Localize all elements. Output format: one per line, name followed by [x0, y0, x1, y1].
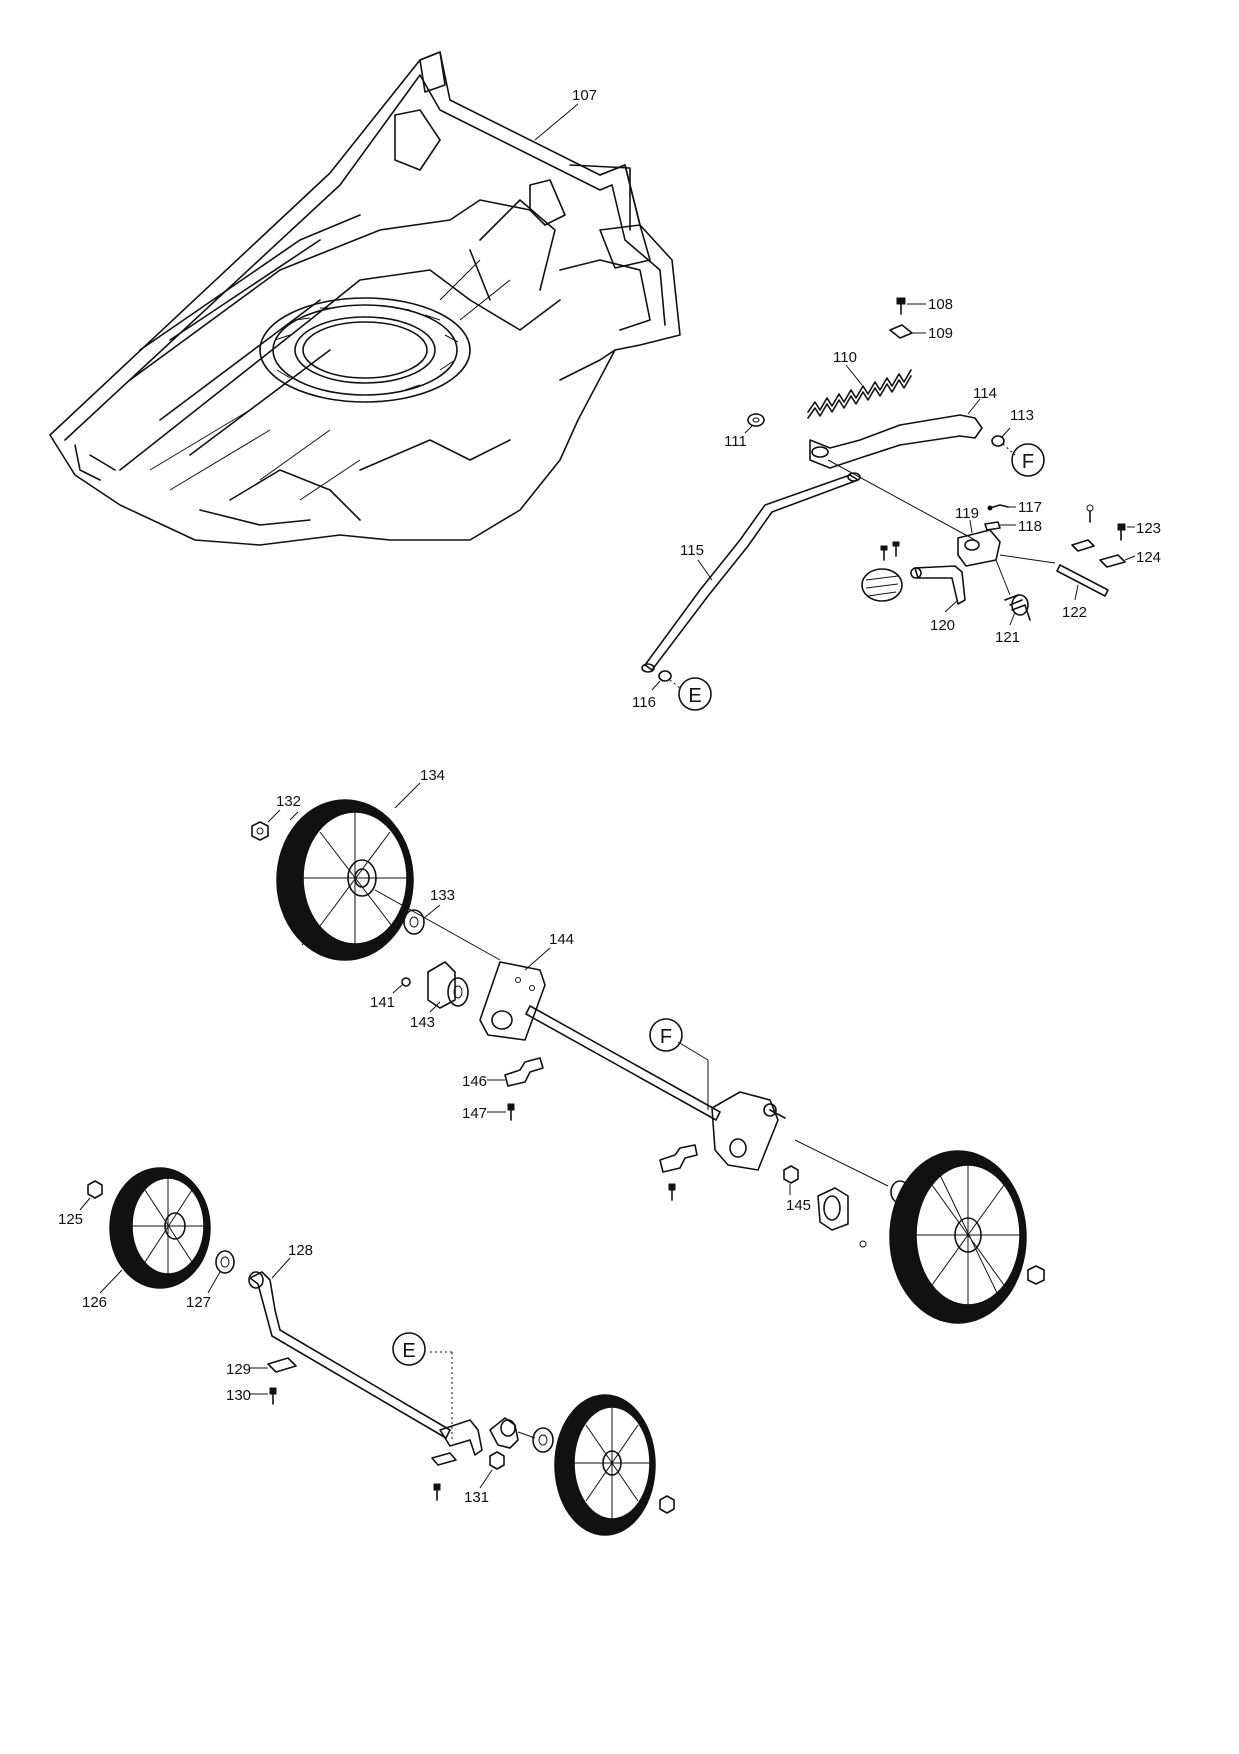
- label-144: 144: [549, 931, 574, 948]
- label-146: 146: [462, 1073, 487, 1090]
- clip-118: [984, 521, 1016, 531]
- washer-127: [207, 1250, 235, 1294]
- svg-text:F: F: [660, 1026, 672, 1048]
- crank-120: [910, 565, 966, 613]
- label-130: 130: [226, 1387, 251, 1404]
- label-119: 119: [955, 505, 979, 522]
- label-129: 129: [226, 1361, 251, 1378]
- bushing-143: [427, 961, 469, 1013]
- label-114: 114: [973, 385, 997, 402]
- label-110: 110: [833, 349, 857, 366]
- label-116: 116: [632, 694, 656, 711]
- screw-123: [1086, 504, 1135, 541]
- callout-f-lower: F: [649, 1018, 683, 1052]
- svg-text:F: F: [1022, 451, 1034, 473]
- washer-116: [651, 670, 681, 691]
- label-121: 121: [995, 629, 1020, 646]
- axle-plate-144: [479, 947, 551, 1041]
- label-147: 147: [462, 1105, 487, 1122]
- lever-114: [809, 398, 983, 469]
- label-126: 126: [82, 1294, 107, 1311]
- mower-deck-housing: [49, 51, 681, 546]
- label-127: 127: [186, 1294, 211, 1311]
- label-124: 124: [1136, 549, 1161, 566]
- front-axle-assembly: [79, 1167, 675, 1536]
- pin-117: [987, 504, 1016, 511]
- screw-147: [487, 1103, 515, 1121]
- rod-115: [641, 472, 861, 673]
- label-125: 125: [58, 1211, 83, 1228]
- wheel-126: [99, 1167, 211, 1294]
- label-131: 131: [464, 1489, 489, 1506]
- nut-132: [251, 809, 281, 841]
- spring-110: [807, 364, 912, 419]
- screw-108: [896, 297, 926, 315]
- screw-130: [250, 1387, 277, 1405]
- svg-text:E: E: [402, 1340, 415, 1362]
- label-133: 133: [430, 887, 455, 904]
- bracket-109: [889, 324, 926, 339]
- svg-text:E: E: [688, 685, 701, 707]
- axle-rod-128: [248, 1257, 451, 1439]
- pin-rod-122: [999, 554, 1109, 601]
- label-115: 115: [680, 542, 704, 559]
- label-117: 117: [1018, 499, 1042, 516]
- washer-133: [403, 904, 441, 935]
- rear-axle-assembly: [251, 782, 1045, 1324]
- label-141: 141: [370, 994, 395, 1011]
- nut-145: [783, 1165, 799, 1195]
- nut-131: [479, 1451, 505, 1489]
- label-122: 122: [1062, 604, 1087, 621]
- torsion-spring-121: [1004, 594, 1031, 626]
- plate-129: [250, 1357, 297, 1373]
- callout-f-upper: F: [1011, 443, 1045, 477]
- axle-plate-right: [711, 1091, 786, 1171]
- label-108: 108: [928, 296, 953, 313]
- label-107: 107: [572, 87, 597, 104]
- label-132: 132: [276, 793, 301, 810]
- label-123: 123: [1136, 520, 1161, 537]
- wheel-right-rear: [889, 1150, 1045, 1324]
- screw-141: [392, 977, 411, 994]
- nut-125: [79, 1180, 103, 1211]
- label-128: 128: [288, 1242, 313, 1259]
- bracket-146: [487, 1057, 544, 1087]
- label-134: 134: [420, 767, 445, 784]
- wheel-134: [276, 782, 421, 961]
- label-111: 111: [724, 433, 747, 450]
- label-120: 120: [930, 617, 955, 634]
- label-143: 143: [410, 1014, 435, 1031]
- label-113: 113: [1010, 407, 1034, 424]
- adjust-knob: [861, 541, 903, 602]
- height-adjust-linkage: [641, 297, 1136, 691]
- label-145: 145: [786, 1197, 811, 1214]
- plate-124: [1071, 539, 1136, 568]
- label-118: 118: [1018, 518, 1042, 535]
- label-109: 109: [928, 325, 953, 342]
- washer-113: [991, 427, 1016, 456]
- callout-e-upper: E: [678, 677, 712, 711]
- part-labels: 107 108 109 110 111 113 114 115 116 117 …: [58, 87, 1161, 1506]
- callout-e-lower: E: [392, 1332, 426, 1366]
- nut-111: [744, 413, 765, 434]
- block-119: [957, 519, 1001, 567]
- wheel-front-right: [554, 1394, 675, 1536]
